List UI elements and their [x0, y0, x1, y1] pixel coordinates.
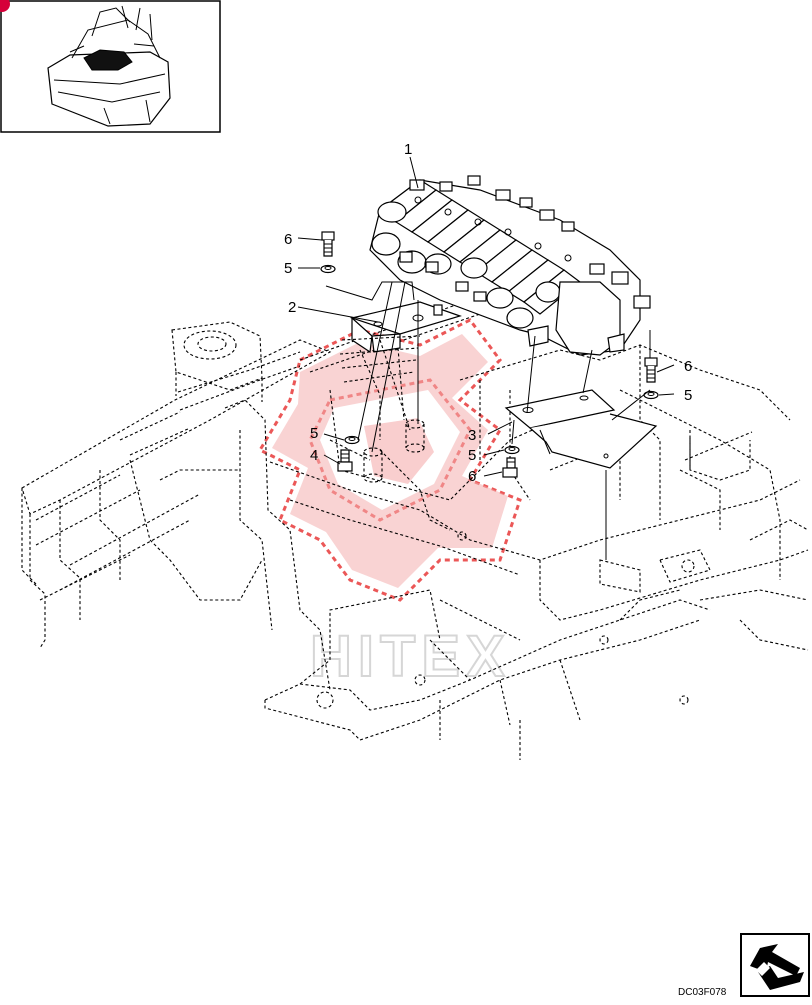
valve-spools	[379, 179, 581, 315]
bracket-left[interactable]	[339, 301, 462, 440]
callout-5-right: 5	[684, 387, 692, 404]
mounting-studs	[363, 419, 425, 483]
callout-5-lower-right: 5	[468, 447, 476, 464]
locator-thumbnail[interactable]	[0, 0, 221, 133]
callout-6-left: 6	[284, 231, 292, 248]
red-marker-icon	[0, 0, 10, 12]
valve-end-caps	[371, 201, 561, 329]
callout-6-right: 6	[684, 358, 692, 375]
callout-1: 1	[404, 141, 412, 158]
leader-lines	[297, 156, 675, 477]
callout-4: 4	[310, 447, 318, 464]
callout-6-lower-right: 6	[468, 468, 476, 485]
bolt-6-left[interactable]	[321, 231, 335, 257]
bolt-4[interactable]	[337, 449, 353, 472]
washer-5-left[interactable]	[320, 264, 336, 274]
machine-cab-thumbnail-icon	[47, 5, 171, 127]
callout-5-left: 5	[284, 260, 292, 277]
control-valve-assembly[interactable]	[369, 175, 651, 356]
callout-3: 3	[468, 427, 476, 444]
valve-fittings	[399, 175, 651, 354]
washer-5-lower-left[interactable]	[344, 435, 360, 445]
watermark-text: HITEX	[310, 624, 511, 689]
bracket-hatch	[339, 335, 421, 383]
bolt-6-lower-right[interactable]	[502, 457, 518, 478]
direction-arrow-icon[interactable]	[740, 933, 810, 997]
bracket-right[interactable]	[504, 389, 658, 560]
bolt-6-right[interactable]	[644, 357, 658, 383]
callout-labels: 1 6 5 2 5 4 3 5 6 6 5	[284, 141, 692, 485]
callout-2: 2	[288, 299, 296, 316]
drawing-code: DC03F078	[678, 987, 727, 998]
callout-5-lower-left: 5	[310, 425, 318, 442]
washer-5-lower-right[interactable]	[504, 445, 520, 455]
